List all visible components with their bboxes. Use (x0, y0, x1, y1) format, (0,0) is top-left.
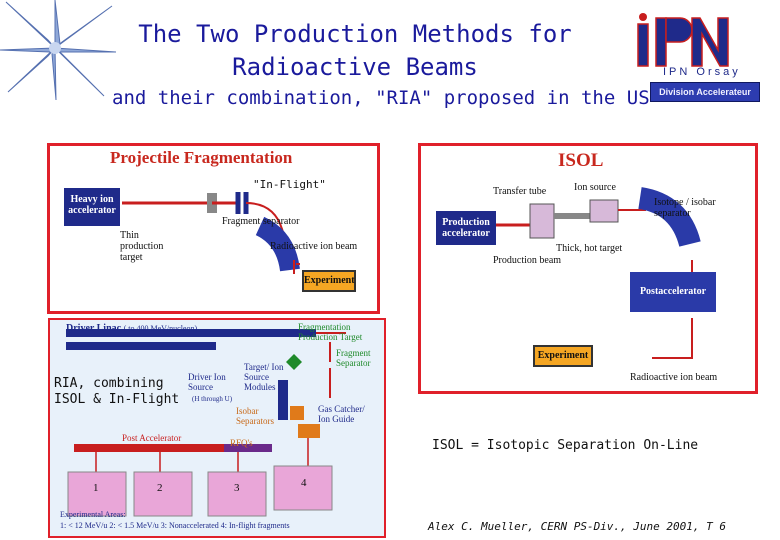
fragmentation-heading: Projectile Fragmentation (110, 148, 293, 167)
isol-radioactive-beam-label: Radioactive ion beam (630, 372, 718, 383)
driver-linac-label: Driver Linac ( to 400 MeV/nucleon) (66, 323, 197, 334)
driver-ion-source-label: Driver Ion Source (188, 372, 226, 392)
fragmentation-experiment: Experiment (302, 270, 356, 292)
ipn-logo (637, 13, 729, 67)
production-accelerator: Production accelerator (436, 211, 496, 245)
ipn-logo-text: IPN Orsay (663, 66, 741, 78)
radioactive-beam-label: Radioactive ion beam (270, 241, 358, 252)
areas-text: 1: < 12 MeV/u 2: < 1.5 MeV/u 3: Nonaccel… (60, 521, 290, 530)
area-3-label: 3 (234, 482, 240, 494)
thin-target-label: Thin production target (120, 230, 164, 263)
target-modules-label: Target/ Ion Source Modules (244, 362, 284, 392)
star-logo (0, 0, 118, 100)
gas-catcher-label: Gas Catcher/ Ion Guide (318, 404, 365, 424)
thick-target-label: Thick, hot target (556, 243, 623, 254)
ion-source-label: Ion source (574, 182, 616, 193)
fragment-separator-label: Fragment separator (222, 216, 300, 227)
ria-diagram (66, 329, 346, 517)
area-4-label: 4 (301, 477, 307, 489)
u-note-label: (H through U) (192, 395, 233, 403)
driver-linac-note: ( to 400 MeV/nucleon) (123, 324, 198, 333)
in-flight-label: "In-Flight" (253, 178, 326, 191)
slide-title: The Two Production Methods for Radioacti… (138, 20, 572, 81)
areas-title: Experimental Areas: (60, 510, 126, 519)
credit: Alex C. Mueller, CERN PS-Div., June 2001… (428, 520, 727, 533)
frag-target-label: Fragmentation Production Target (298, 322, 363, 342)
isol-definition: ISOL = Isotopic Separation On-Line (432, 438, 699, 453)
production-beam-label: Production beam (493, 255, 562, 266)
isobar-separators-label: Isobar Separators (236, 406, 274, 426)
area-1-label: 1 (93, 482, 99, 494)
fragmentation-diagram (122, 192, 300, 274)
area-2-label: 2 (157, 482, 163, 494)
isobar-separator-label: Isotope / isobar separator (654, 197, 716, 219)
transfer-tube-label: Transfer tube (493, 186, 547, 197)
rfqs-label: RFQ's (230, 438, 253, 448)
ria-caption: RIA, combining ISOL & In-Flight (54, 376, 180, 407)
heavy-ion-accelerator: Heavy ion accelerator (64, 188, 120, 226)
post-accelerator-label: Post Accelerator (122, 433, 182, 443)
isol-experiment: Experiment (533, 345, 593, 367)
isol-heading: ISOL (558, 150, 604, 171)
driver-linac-text: Driver Linac (66, 323, 122, 334)
division-banner: Division Accelerateur (650, 82, 760, 102)
postaccelerator: Postaccelerator (630, 272, 716, 312)
isol-diagram (496, 187, 701, 359)
slide-subtitle: and their combination, "RIA" proposed in… (112, 87, 650, 109)
ria-fragment-separator-label: Fragment Separator (336, 348, 371, 368)
